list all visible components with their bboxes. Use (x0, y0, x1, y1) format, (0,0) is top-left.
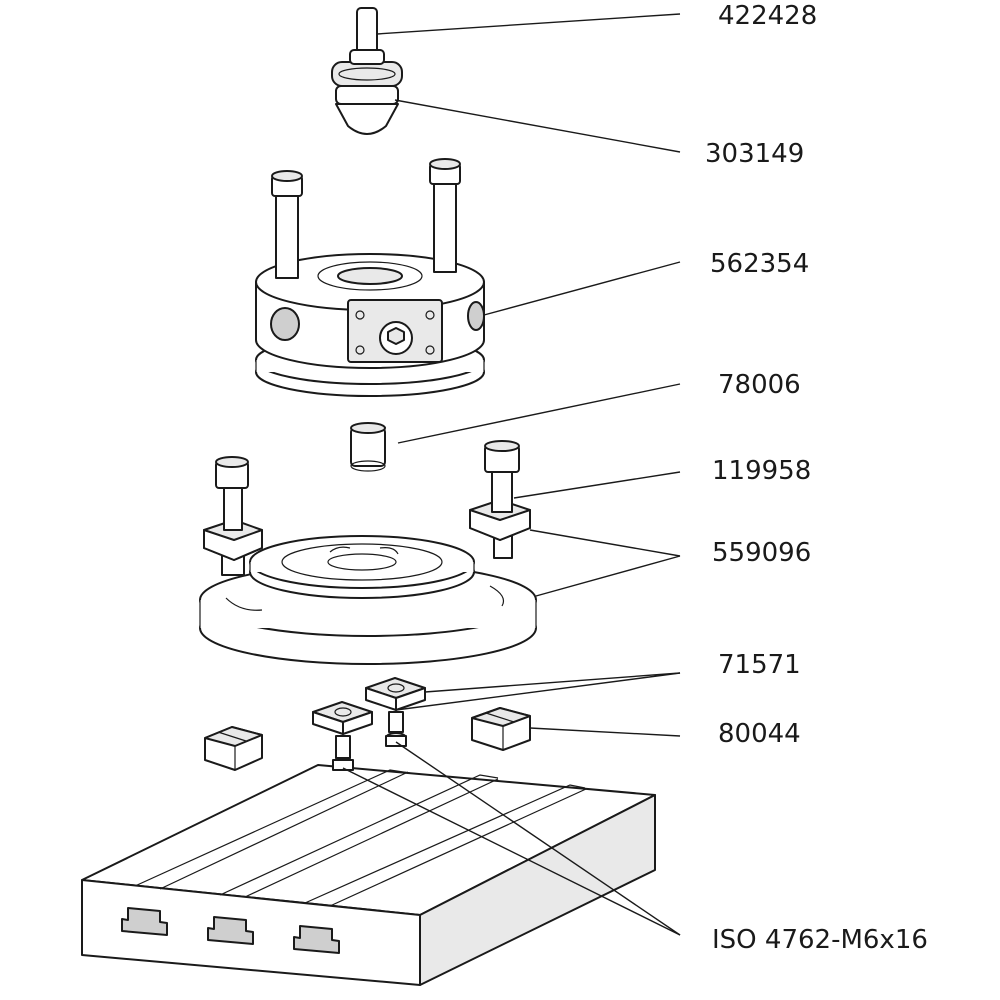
label-78006: 78006 (718, 370, 801, 400)
leader-559096-b (535, 555, 681, 597)
t-nut-80044-left (204, 726, 263, 771)
t-nut-80044-right (471, 707, 531, 751)
leader-562354 (483, 261, 681, 316)
module-562354 (255, 158, 485, 397)
label-422428: 422428 (718, 1, 818, 31)
label-559096: 559096 (712, 538, 812, 568)
leader-71571-b (395, 672, 681, 711)
clamp-71571-right (365, 677, 426, 711)
leader-559096-a (529, 529, 681, 557)
leader-71571-a (424, 672, 681, 693)
leader-303149 (394, 99, 681, 153)
t-slot-3 (293, 925, 340, 954)
leader-78006 (397, 383, 681, 444)
leader-iso-b (395, 741, 681, 936)
t-slot-1 (121, 907, 168, 936)
label-562354: 562354 (710, 249, 810, 279)
screw-iso4762-right (385, 711, 407, 747)
pull-stud-303149 (331, 61, 403, 135)
leader-iso-a (342, 767, 681, 936)
label-iso-4762: ISO 4762-M6x16 (712, 925, 928, 955)
leader-lines (342, 13, 681, 936)
label-119958: 119958 (712, 456, 812, 486)
bushing-78006 (350, 422, 386, 472)
label-80044: 80044 (718, 719, 801, 749)
leader-80044 (529, 727, 681, 737)
base-plate-559096 (199, 535, 537, 665)
screw-iso4762-left (332, 735, 354, 771)
screw-119958 (469, 440, 531, 559)
clamp-71571-left (312, 701, 373, 735)
leader-119958 (513, 471, 681, 499)
t-slot-2 (207, 916, 254, 945)
clamp-559096-left (203, 456, 263, 576)
machine-table (81, 764, 656, 986)
label-303149: 303149 (705, 139, 805, 169)
pin-422428 (349, 7, 385, 65)
leader-422428 (376, 13, 681, 35)
label-71571: 71571 (718, 650, 801, 680)
